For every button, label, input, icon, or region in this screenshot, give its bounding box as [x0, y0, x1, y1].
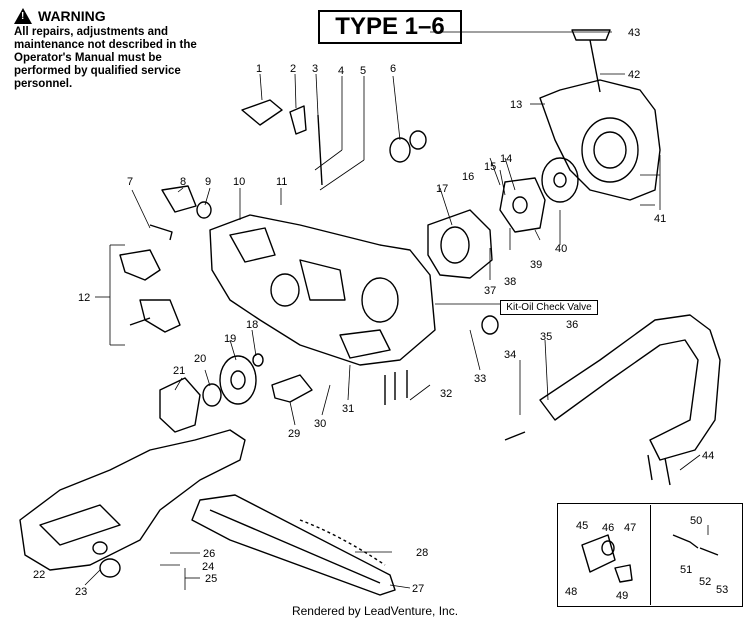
callout-19: 19	[224, 333, 236, 345]
starter-handle	[571, 29, 611, 41]
callout-6: 6	[390, 63, 396, 75]
callout-31: 31	[342, 403, 354, 415]
callout-50: 50	[690, 515, 702, 527]
callout-40: 40	[555, 243, 567, 255]
callout-8: 8	[180, 176, 186, 188]
callout-38: 38	[504, 276, 516, 288]
callout-34: 34	[504, 349, 516, 361]
callout-49: 49	[616, 590, 628, 602]
warning-text: All repairs, adjustments and maintenance…	[14, 26, 197, 90]
callout-36: 36	[566, 319, 578, 331]
callout-28: 28	[416, 547, 428, 559]
callout-52: 52	[699, 576, 711, 588]
clutch-drum	[427, 209, 493, 279]
inset-divider	[650, 505, 651, 605]
callout-10: 10	[233, 176, 245, 188]
callout-17: 17	[436, 183, 448, 195]
callout-47: 47	[624, 522, 636, 534]
callout-46: 46	[602, 522, 614, 534]
callout-2: 2	[290, 63, 296, 75]
callout-41: 41	[654, 213, 666, 225]
guide-bar	[191, 494, 396, 596]
callout-42: 42	[628, 69, 640, 81]
callout-23: 23	[75, 586, 87, 598]
callout-32: 32	[440, 388, 452, 400]
callout-15: 15	[484, 161, 496, 173]
callout-1: 1	[256, 63, 262, 75]
callout-33: 33	[474, 373, 486, 385]
callout-48: 48	[565, 586, 577, 598]
warning-notice: ! WARNING All repairs, adjustments and m…	[14, 8, 204, 91]
callout-37: 37	[484, 285, 496, 297]
callout-27: 27	[412, 583, 424, 595]
callout-29: 29	[288, 428, 300, 440]
callout-18: 18	[246, 319, 258, 331]
callout-25: 25	[205, 573, 217, 585]
callout-24: 24	[202, 561, 214, 573]
callout-14: 14	[500, 153, 512, 165]
callout-35: 35	[540, 331, 552, 343]
callout-11: 11	[276, 176, 287, 188]
front-handle	[539, 314, 721, 461]
flywheel	[499, 177, 546, 233]
inset-panel	[557, 503, 743, 607]
callout-21: 21	[173, 365, 185, 377]
starter-housing	[539, 79, 661, 201]
callout-45: 45	[576, 520, 588, 532]
footer-credit: Rendered by LeadVenture, Inc.	[291, 604, 459, 618]
crankcase-body	[209, 214, 436, 366]
callout-9: 9	[205, 176, 211, 188]
callout-39: 39	[530, 259, 542, 271]
callout-51: 51	[680, 564, 692, 576]
callout-7: 7	[127, 176, 133, 188]
callout-12: 12	[78, 292, 90, 304]
callout-20: 20	[194, 353, 206, 365]
warning-icon: !	[14, 8, 32, 24]
callout-22: 22	[33, 569, 45, 581]
callout-3: 3	[312, 63, 318, 75]
callout-13: 13	[510, 99, 522, 111]
callout-44: 44	[702, 450, 714, 462]
warning-title: WARNING	[38, 8, 106, 24]
callout-26: 26	[203, 548, 215, 560]
type-label: TYPE 1–6	[318, 10, 462, 44]
callout-43: 43	[628, 27, 640, 39]
callout-30: 30	[314, 418, 326, 430]
callout-16: 16	[462, 171, 474, 183]
callout-53: 53	[716, 584, 728, 596]
kit-oil-check-valve-label: Kit-Oil Check Valve	[500, 300, 598, 315]
saw-chain	[299, 519, 386, 566]
callout-4: 4	[338, 65, 344, 77]
callout-5: 5	[360, 65, 366, 77]
clutch-cover	[19, 429, 246, 571]
